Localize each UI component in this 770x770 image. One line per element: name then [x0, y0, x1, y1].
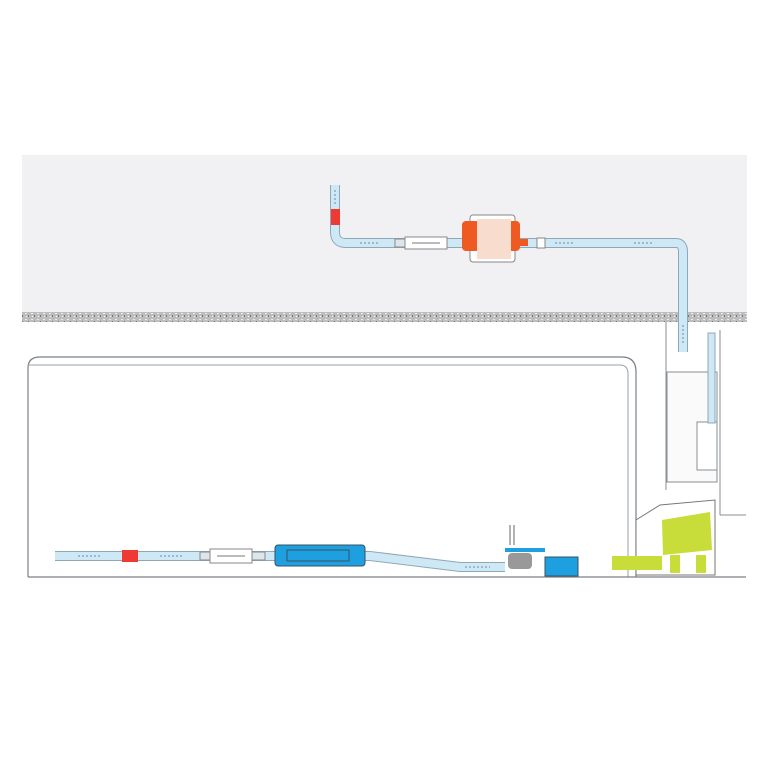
pump-icon	[462, 214, 546, 263]
flow-meter-icon	[199, 548, 266, 564]
condensate-pump-icon	[612, 499, 716, 576]
flow-meter-icon	[394, 236, 448, 250]
ceiling-slab	[22, 312, 747, 322]
riser-pipe	[707, 332, 716, 424]
reservoir-icon	[505, 525, 579, 577]
flow-arrow-icon	[78, 555, 490, 568]
valve-icon	[122, 550, 138, 562]
ceiling-space	[22, 155, 747, 312]
filter-icon	[274, 544, 366, 567]
room-outline	[27, 356, 637, 577]
valve-icon	[331, 209, 340, 225]
flow-arrow-icon	[334, 190, 684, 345]
room-inner-line	[28, 364, 629, 577]
